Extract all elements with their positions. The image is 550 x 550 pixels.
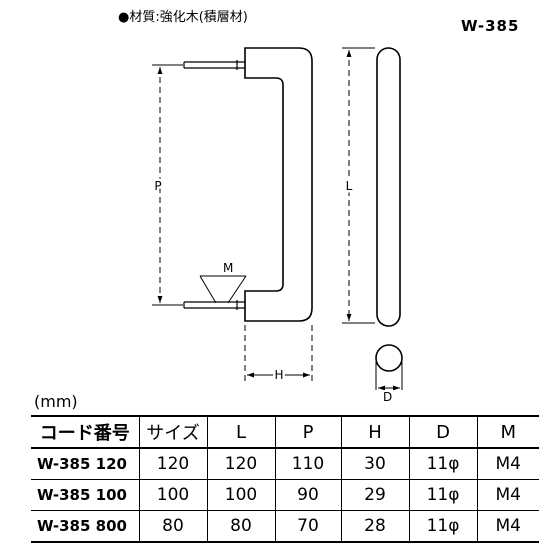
cell-h: 28 [340, 510, 410, 543]
cell-size: 100 [138, 479, 208, 511]
cell-code: W-385 100 [31, 479, 140, 511]
header-l: L [206, 415, 276, 449]
h-dimension [244, 325, 313, 385]
cell-p: 110 [274, 447, 342, 480]
header-m: M [476, 415, 539, 449]
label-p: P [154, 179, 161, 193]
cell-code: W-385 120 [31, 447, 140, 480]
cell-m: M4 [476, 479, 539, 511]
cell-l: 80 [206, 510, 276, 543]
cell-code: W-385 800 [31, 510, 140, 543]
cell-size: 80 [138, 510, 208, 543]
label-m: M [223, 261, 233, 275]
header-p: P [274, 415, 342, 449]
cell-m: M4 [476, 510, 539, 543]
table-row: W-385 800 80 80 70 28 11φ M4 [31, 510, 539, 543]
handle-drawing: M P H L [152, 47, 403, 390]
model-code: W-385 [461, 17, 520, 35]
cell-m: M4 [476, 447, 539, 480]
cell-p: 70 [274, 510, 342, 543]
cell-h: 29 [340, 479, 410, 511]
spec-table: コード番号 サイズ L P H D M W-385 120 120 120 11… [31, 415, 539, 543]
l-dimension [342, 47, 375, 324]
cell-p: 90 [274, 479, 342, 511]
cell-h: 30 [340, 447, 410, 480]
header-h: H [340, 415, 410, 449]
label-d: D [383, 390, 393, 404]
handle-front-view [244, 47, 313, 322]
table-row: W-385 120 120 120 110 30 11φ M4 [31, 447, 539, 480]
label-l: L [346, 179, 353, 193]
bottom-screw [183, 300, 245, 310]
cell-l: 100 [206, 479, 276, 511]
header-size: サイズ [138, 415, 208, 449]
cell-l: 120 [206, 447, 276, 480]
handle-side-view [376, 47, 401, 327]
table-row: W-385 100 100 100 90 29 11φ M4 [31, 479, 539, 511]
unit-label: (mm) [34, 392, 78, 411]
header-d: D [408, 415, 478, 449]
top-screw [183, 60, 245, 70]
cell-size: 120 [138, 447, 208, 480]
p-dimension [152, 64, 183, 306]
cell-d: 11φ [408, 447, 478, 480]
cell-d: 11φ [408, 479, 478, 511]
table-header-row: コード番号 サイズ L P H D M [31, 415, 539, 449]
header-code: コード番号 [31, 415, 140, 449]
label-h: H [274, 368, 283, 382]
d-dimension [375, 362, 403, 390]
m-leader [199, 275, 247, 304]
cross-section-circle [375, 344, 403, 372]
cell-d: 11φ [408, 510, 478, 543]
material-note: ●材質:強化木(積層材) [118, 10, 248, 25]
